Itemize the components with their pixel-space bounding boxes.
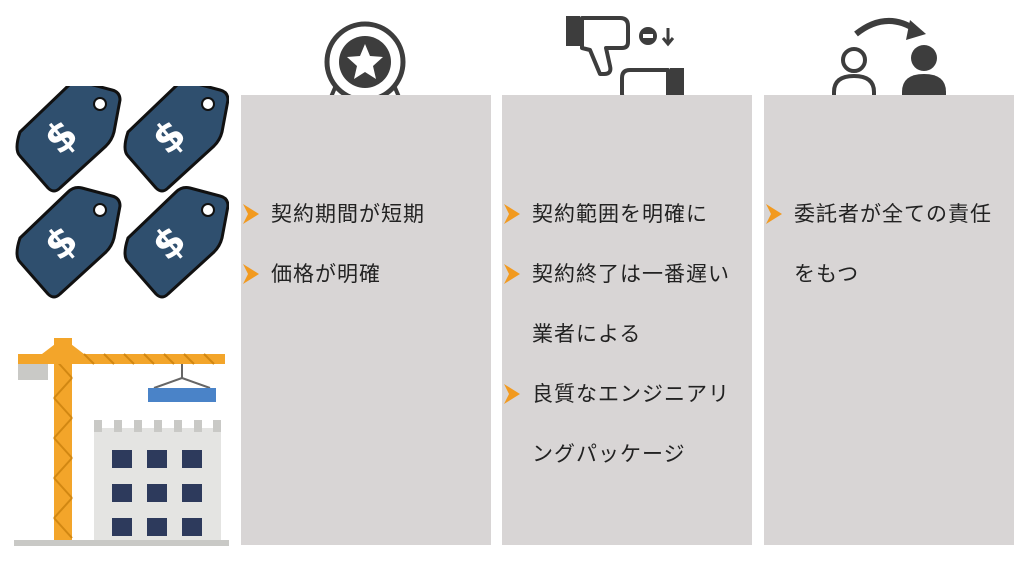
bullet-text: 委託者が全ての責任をもつ	[794, 202, 992, 286]
bullet-list: 契約範囲を明確に 契約終了は一番遅い業者による 良質なエンジニアリングパッケージ	[502, 184, 752, 484]
list-item: 価格が明確	[241, 244, 491, 304]
list-item: 委託者が全ての責任をもつ	[764, 184, 1014, 304]
bullet-text: 契約範囲を明確に	[532, 202, 708, 226]
chevron-right-icon	[243, 264, 259, 284]
list-item: 良質なエンジニアリングパッケージ	[502, 364, 752, 484]
list-item: 契約期間が短期	[241, 184, 491, 244]
panel-fixed-price: 契約期間が短期 価格が明確	[241, 95, 491, 545]
construction-crane-icon	[14, 338, 229, 546]
list-item: 契約範囲を明確に	[502, 184, 752, 244]
price-tags-icon: $	[15, 86, 229, 299]
panel-owner-responsibility: 委託者が全ての責任をもつ	[764, 95, 1014, 545]
chevron-right-icon	[766, 204, 782, 224]
list-item: 契約終了は一番遅い業者による	[502, 244, 752, 364]
chevron-right-icon	[504, 264, 520, 284]
bullet-text: 契約終了は一番遅い業者による	[532, 262, 730, 346]
chevron-right-icon	[504, 384, 520, 404]
panel-contract-scope: 契約範囲を明確に 契約終了は一番遅い業者による 良質なエンジニアリングパッケージ	[502, 95, 752, 545]
bullet-text: 契約期間が短期	[271, 202, 425, 226]
bullet-list: 契約期間が短期 価格が明確	[241, 184, 491, 304]
chevron-right-icon	[243, 204, 259, 224]
bullet-text: 良質なエンジニアリングパッケージ	[532, 382, 730, 466]
chevron-right-icon	[504, 204, 520, 224]
bullet-text: 価格が明確	[271, 262, 381, 286]
bullet-list: 委託者が全ての責任をもつ	[764, 184, 1014, 304]
